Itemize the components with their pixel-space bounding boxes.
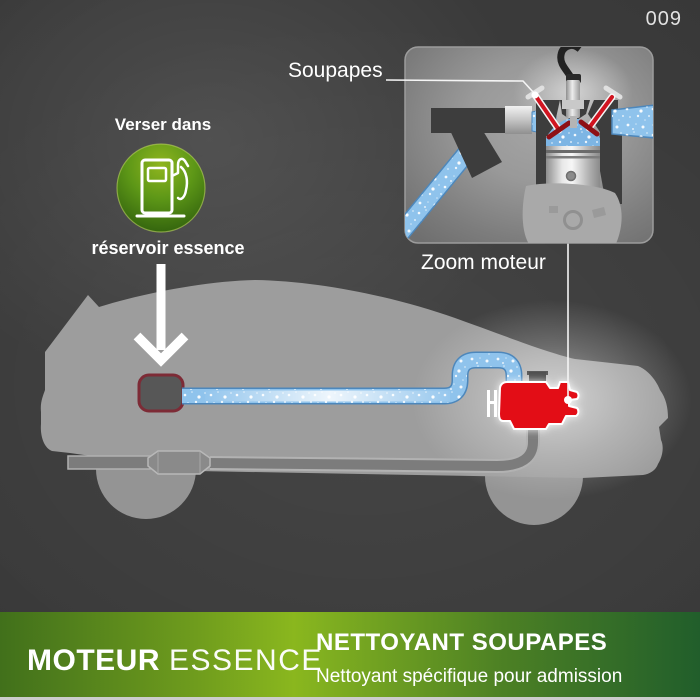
engine-block-lower [522, 183, 622, 243]
soupapes-callout-line [385, 79, 539, 99]
inset-caption: Zoom moteur [421, 251, 546, 274]
spark-plug [557, 47, 585, 128]
callout-label-soupapes: Soupapes [288, 59, 383, 82]
fuel-pump-icon [135, 157, 190, 218]
intake-channel [611, 104, 653, 139]
pour-instruction-bottom: réservoir essence [91, 238, 245, 258]
product-title: NETTOYANT SOUPAPES [316, 629, 608, 656]
pour-badge [116, 143, 206, 233]
inset-panel [404, 46, 654, 244]
footer-bottom-strip [0, 697, 700, 700]
product-subtitle: Nettoyant spécifique pour admission [316, 666, 623, 687]
intake-valve-right [578, 85, 623, 137]
engine-mount-bracket [487, 390, 497, 417]
engine [487, 371, 580, 430]
exhaust-system [67, 428, 540, 475]
injector-fitting [505, 106, 532, 134]
engine-type-light: ESSENCE [169, 644, 323, 677]
intake-duct [431, 108, 507, 178]
fuel-line [182, 351, 523, 405]
engine-type-bold: MOTEUR [27, 644, 160, 677]
pour-instruction-top: Verser dans [114, 115, 212, 134]
page-number: 009 [645, 8, 682, 30]
cleaner-hose [405, 137, 482, 241]
tailpipe [67, 455, 151, 470]
fuel-tank [137, 373, 185, 413]
engine-block [498, 381, 580, 430]
footer-bar [0, 612, 700, 697]
zoom-connector-line [564, 243, 572, 404]
muffler [147, 450, 211, 475]
down-arrow-icon [133, 264, 189, 367]
engine-type-label: MOTEUR ESSENCE [27, 644, 323, 678]
engine-cross-section [405, 47, 653, 243]
